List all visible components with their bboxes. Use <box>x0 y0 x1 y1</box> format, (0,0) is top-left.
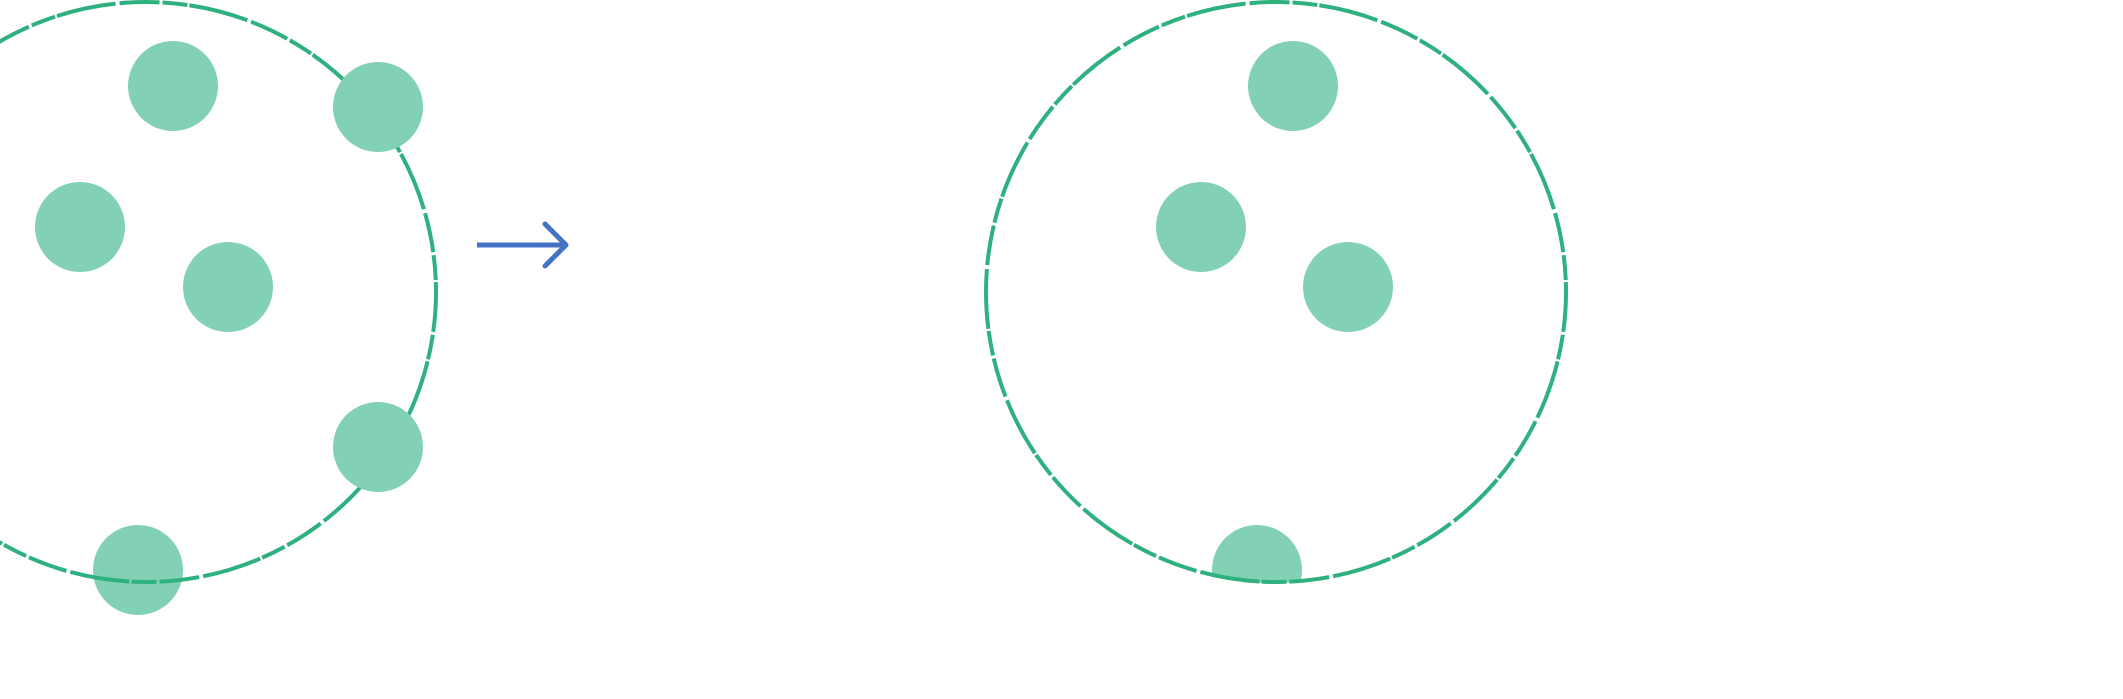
boundary-circle <box>984 0 1568 584</box>
inside-dot <box>1248 41 1338 131</box>
inside-dot <box>183 242 273 332</box>
arrow-right-icon <box>477 221 569 269</box>
after-panel <box>984 0 1568 584</box>
boundary-dot <box>93 525 183 615</box>
outside-dot <box>333 402 423 492</box>
boundary-circle <box>0 0 438 584</box>
inside-dot <box>1303 242 1393 332</box>
inside-dot <box>1156 182 1246 272</box>
inside-dot <box>128 41 218 131</box>
inside-dot <box>35 182 125 272</box>
outside-dot <box>333 62 423 152</box>
boundary-dot-clipped <box>1212 525 1302 583</box>
before-panel <box>0 0 438 615</box>
